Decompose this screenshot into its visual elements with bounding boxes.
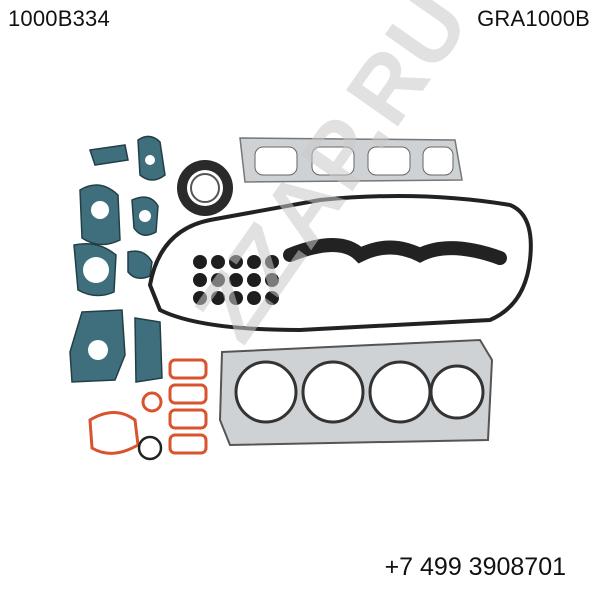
valve-cover-gasket [147,194,533,333]
o-ring [137,435,163,461]
small-teal-gaskets [69,135,166,383]
valve-stem-seals [193,255,279,305]
phone-number: +7 499 3908701 [384,553,566,581]
cylinder-head-gasket [218,338,494,447]
exhaust-manifold-gasket [239,137,463,183]
oem-number: GRA1000B [477,6,590,31]
part-number: 1000B334 [8,6,110,31]
intake-manifold-gaskets [88,358,208,455]
crankshaft-seal [177,160,233,216]
